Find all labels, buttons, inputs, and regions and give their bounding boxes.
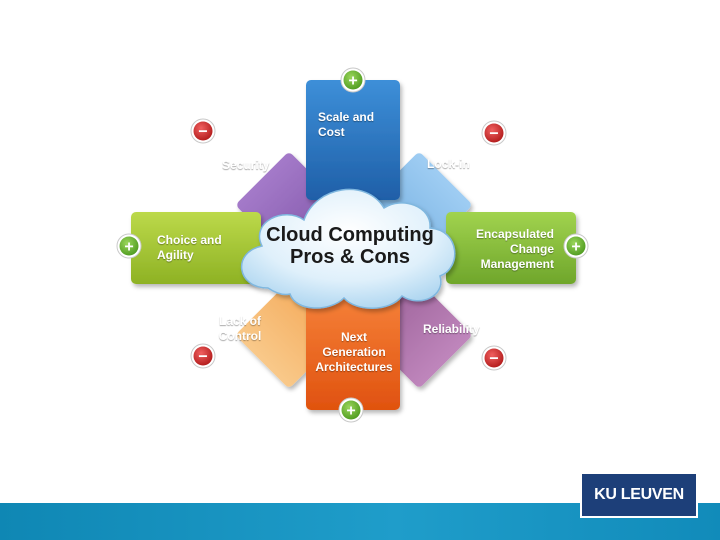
- sign-lackofcontrol-minus: −: [191, 344, 215, 368]
- sign-encapsulated-plus: +: [564, 234, 588, 258]
- label-line: Management: [462, 257, 554, 272]
- sign-text: +: [124, 239, 133, 256]
- label-lockin: Lock-in: [427, 157, 507, 172]
- sign-text: +: [346, 403, 355, 420]
- center-title: Cloud Computing Pros & Cons: [245, 224, 455, 268]
- label-reliability: Reliability: [423, 322, 503, 337]
- sign-lockin-minus: −: [482, 121, 506, 145]
- label-scale: Scale and Cost: [318, 110, 398, 140]
- sign-security-minus: −: [191, 119, 215, 143]
- label-line: Cost: [318, 125, 398, 140]
- sign-reliability-minus: −: [482, 346, 506, 370]
- sign-text: −: [489, 126, 498, 143]
- sign-text: −: [489, 351, 498, 368]
- label-line: Agility: [157, 248, 247, 263]
- ku-leuven-logo: KU LEUVEN: [580, 472, 698, 518]
- center-title-line1: Cloud Computing: [245, 224, 455, 246]
- label-line: Next: [306, 330, 402, 345]
- logo-text: KU LEUVEN: [582, 486, 696, 504]
- label-nextgen: Next Generation Architectures: [306, 330, 402, 375]
- label-line: Encapsulated: [462, 227, 554, 242]
- sign-text: −: [198, 349, 207, 366]
- sign-text: −: [198, 124, 207, 141]
- label-line: Generation: [306, 345, 402, 360]
- sign-text: +: [571, 239, 580, 256]
- label-line: Lock-in: [427, 157, 507, 172]
- sign-text: +: [348, 73, 357, 90]
- sign-choice-plus: +: [117, 234, 141, 258]
- label-line: Lack of: [210, 314, 270, 329]
- label-lackofcontrol: Lack of Control: [210, 314, 270, 344]
- label-choice: Choice and Agility: [157, 233, 247, 263]
- label-line: Architectures: [306, 360, 402, 375]
- sign-nextgen-plus: +: [339, 398, 363, 422]
- label-line: Choice and: [157, 233, 247, 248]
- sign-scale-plus: +: [341, 68, 365, 92]
- label-line: Scale and: [318, 110, 398, 125]
- label-line: Reliability: [423, 322, 503, 337]
- label-encapsulated: Encapsulated Change Management: [462, 227, 554, 272]
- label-security: Security: [222, 158, 302, 173]
- label-line: Change: [462, 242, 554, 257]
- petal-scale: [306, 80, 400, 200]
- label-line: Security: [222, 158, 302, 173]
- center-title-line2: Pros & Cons: [245, 246, 455, 268]
- label-line: Control: [210, 329, 270, 344]
